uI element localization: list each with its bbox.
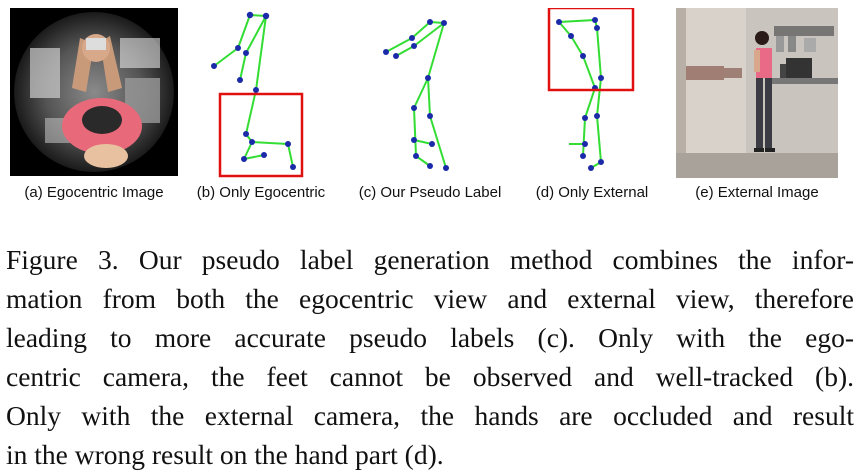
panel-label-b: (b) Only Egocentric bbox=[196, 184, 326, 201]
only-external-skeleton bbox=[547, 8, 635, 171]
external-image bbox=[676, 8, 838, 178]
egocentric-image-panel bbox=[10, 8, 178, 176]
skeleton-joints bbox=[383, 19, 449, 171]
caption-line: Figure 3. Our pseudo label generation me… bbox=[6, 244, 854, 275]
caption-line: leading to more accurate pseudo labels (… bbox=[6, 322, 854, 353]
highlight-box-hands bbox=[547, 8, 635, 92]
panel-label-a: (a) Egocentric Image bbox=[24, 184, 164, 201]
external-image-panel bbox=[676, 8, 838, 178]
egocentric-image bbox=[10, 8, 178, 176]
highlight-box-feet bbox=[218, 92, 304, 178]
panel-label-c: (c) Our Pseudo Label bbox=[358, 184, 502, 201]
only-egocentric-skeleton bbox=[211, 11, 304, 178]
caption-line: in the wrong result on the hand part (d)… bbox=[6, 439, 444, 470]
only-external-panel bbox=[545, 8, 645, 178]
caption-line: centric camera, the feet cannot be obser… bbox=[6, 361, 854, 392]
skeleton-joints bbox=[556, 17, 604, 171]
figure-caption: Figure 3. Our pseudo label generation me… bbox=[6, 240, 854, 474]
caption-line: Only with the external camera, the hands… bbox=[6, 400, 854, 431]
only-egocentric-panel bbox=[192, 8, 322, 178]
panel-label-d: (d) Only External bbox=[535, 184, 649, 201]
panel-label-e: (e) External Image bbox=[695, 184, 819, 201]
skeleton-bones bbox=[558, 19, 602, 169]
pseudo-label-skeleton bbox=[383, 19, 449, 171]
caption-line: mation from both the egocentric view and… bbox=[6, 283, 854, 314]
pseudo-label-panel bbox=[372, 8, 482, 178]
skeleton-joints bbox=[211, 11, 296, 170]
